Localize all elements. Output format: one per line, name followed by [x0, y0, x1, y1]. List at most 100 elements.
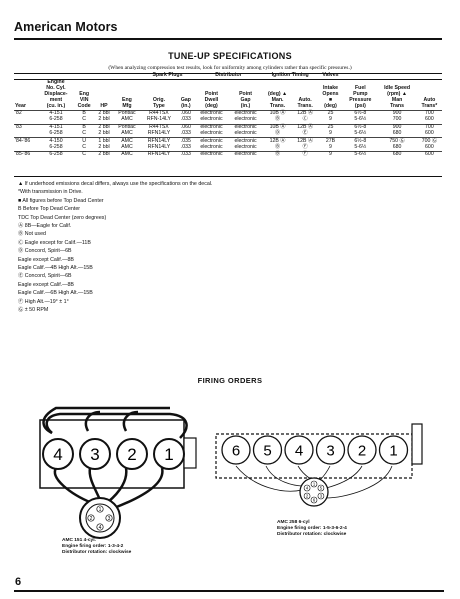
table-cell: U: [73, 137, 95, 145]
table-cell: 9: [317, 151, 344, 159]
plug-wire: [53, 467, 93, 505]
tuneup-title: TUNE-UP SPECIFICATIONS: [168, 51, 292, 61]
cylinder-circle: [153, 438, 185, 470]
column-header: Fuel Pump Pressure (psi): [349, 84, 372, 109]
column-header: Engine No. Cyl. Displace- ment (cu. in.): [44, 78, 68, 109]
table-cell: 25: [317, 109, 344, 118]
cylinder-number: 3: [326, 443, 334, 460]
column-header: Idle Speed (rpm) ▲ Man Trans: [384, 84, 411, 109]
rotor-number: 2: [306, 494, 309, 499]
table-cell: electronic: [228, 151, 263, 159]
table-cell: 5-6½: [354, 116, 367, 123]
table-cell: Ⓑ: [262, 151, 293, 159]
page-number: 6: [15, 576, 22, 588]
table-cell: 9: [329, 143, 332, 150]
table-cell: .033: [180, 143, 191, 150]
column-header-row: Year Engine No. Cyl. Displace- ment (cu. …: [14, 78, 442, 111]
rotor-number: 3: [320, 494, 323, 499]
table-cell: 9: [329, 116, 332, 123]
rotor-terminal: [303, 484, 311, 492]
plug-wire: [45, 412, 188, 439]
rotor-number: 3: [108, 516, 111, 522]
table-cell: 6-258: [49, 143, 63, 150]
spec-bottom-rule: [14, 176, 442, 177]
column-header: Year: [15, 102, 26, 109]
column-header: Auto Trans*: [421, 96, 438, 109]
table-cell: 2 bbl: [94, 151, 114, 159]
rotor-terminal: [310, 480, 318, 488]
plug-wire: [84, 410, 101, 432]
table-cell: RFN14LY: [140, 151, 178, 159]
six-cyl-caption-line: Engine firing order: 1-5-3-6-2-4: [277, 526, 347, 532]
table-cell: AMC: [121, 116, 133, 123]
plug-wire: [325, 465, 363, 489]
rotor-number: 4: [306, 486, 309, 491]
cylinder-circle: [252, 435, 283, 465]
table-cell: 680: [377, 151, 417, 159]
table-cell: B: [73, 109, 95, 118]
table-cell: 2 bbl: [94, 109, 114, 118]
column-header: Orig. Type: [152, 96, 166, 109]
table-cell: C: [73, 151, 95, 159]
table-cell: C: [82, 130, 87, 137]
cylinder-number: 2: [127, 445, 136, 464]
plug-wire: [113, 467, 164, 510]
table-cell: electronic: [228, 123, 263, 131]
rotor-number: 4: [99, 525, 102, 531]
table-cell: electronic: [194, 109, 229, 118]
table-cell: electronic: [200, 130, 223, 137]
table-cell: 700 Ⓖ: [416, 137, 442, 145]
cylinder-circle: [347, 435, 377, 465]
six-cyl-caption-line: AMC 258 6-cyl: [277, 520, 310, 525]
table-cell: 27B: [317, 137, 344, 145]
table-cell: 700: [416, 109, 442, 118]
column-header: Gap (in.): [180, 96, 191, 109]
plug-wire: [325, 465, 393, 499]
table-cell: AMC: [113, 137, 141, 145]
table-cell: 2 bbl: [98, 143, 110, 150]
cylinder-number: 3: [90, 445, 99, 464]
table-cell: Ⓑ: [274, 143, 281, 150]
table-cell: 12B Ⓐ: [292, 109, 318, 118]
table-cell: Ⓒ: [302, 116, 308, 123]
table-cell: electronic: [194, 151, 229, 159]
table-cell: 5-6½: [343, 151, 378, 159]
rotor-terminal: [310, 496, 318, 504]
footnote: Eagle except Calif.—8B: [18, 281, 74, 288]
footnote: B Before Top Dead Center: [18, 206, 81, 213]
table-cell: 1 bbl: [94, 137, 114, 145]
footnote: Eagle except Calif.—8B: [18, 256, 74, 263]
four-cyl-caption-line: AMC 151 4-cyl.: [62, 538, 96, 543]
table-cell: AMC: [113, 151, 141, 159]
table-cell: Ⓕ: [292, 151, 318, 159]
table-cell: '83: [14, 123, 39, 131]
table-cell: 600: [425, 116, 434, 123]
tuneup-subtitle: (When analyzing compression test results…: [108, 65, 352, 71]
table-cell: electronic: [200, 116, 223, 123]
table-cell: 600: [416, 151, 442, 159]
table-cell: 6-258: [49, 116, 63, 123]
table-cell: 2 bbl: [98, 130, 110, 137]
timing-cover: [411, 423, 423, 465]
table-cell: 600: [425, 130, 434, 137]
table-cell: '84-'86: [14, 137, 39, 145]
table-cell: 10B Ⓐ: [262, 109, 293, 118]
table-cell: 25: [317, 123, 344, 131]
cylinder-circle: [116, 438, 148, 470]
table-cell: 600: [425, 143, 434, 150]
cylinder-circle: [315, 435, 346, 465]
table-cell: .033: [177, 151, 195, 159]
table-cell: .060: [177, 123, 195, 131]
table-cell: Ⓕ: [302, 143, 308, 150]
footnotes: ▲ If underhood emissions decal differs, …: [18, 180, 212, 315]
cylinder-circle: [79, 438, 111, 470]
column-header: (deg) ▲ Man. Trans.: [267, 90, 288, 109]
group-ignition-timing: Ignition Timing: [271, 72, 309, 78]
plug-wire: [107, 467, 128, 503]
table-cell: Ⓑ: [274, 116, 281, 123]
table-cell: 4-151: [38, 123, 74, 131]
column-header: Point Gap (in.): [239, 90, 253, 109]
table-cell: '82: [14, 109, 39, 118]
table-cell: 680: [392, 130, 402, 137]
